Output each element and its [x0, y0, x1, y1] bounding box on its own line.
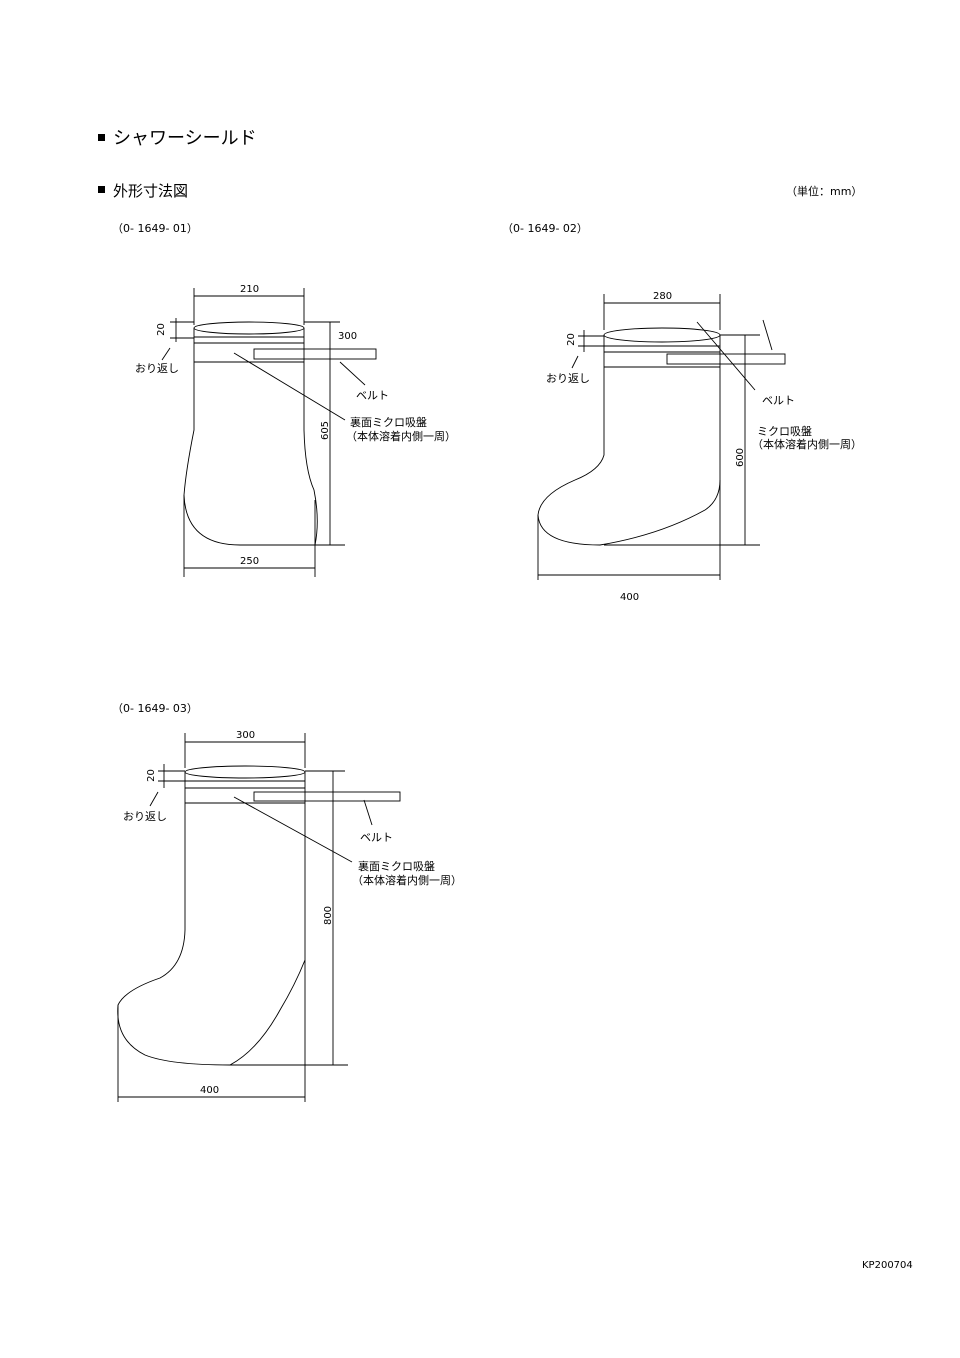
label-sucker-1: 裏面ミクロ吸盤 [350, 416, 427, 429]
label-belt-1: ベルト [356, 389, 389, 402]
opening-ellipse [193, 321, 305, 335]
leader-line [696, 321, 756, 391]
dim-height-2: 600 [735, 447, 747, 468]
drawing-1 [161, 288, 377, 577]
dim-height-1: 605 [320, 420, 332, 441]
belt-rect [253, 791, 401, 802]
unit-label: （単位：mm） [786, 185, 863, 198]
leader-line [571, 355, 579, 369]
label-sucker-note-1: （本体溶着内側一周） [346, 430, 456, 443]
label-sucker-note-2: （本体溶着内側一周） [752, 438, 862, 451]
label-sucker-2: ミクロ吸盤 [757, 425, 812, 438]
leader-line [161, 347, 171, 361]
leader-line [233, 796, 353, 863]
boot-body-1 [183, 328, 318, 546]
label-belt-3: ベルト [360, 831, 393, 844]
belt-rect [666, 353, 786, 365]
boot-body-2 [537, 335, 721, 546]
section-title: 外形寸法図 [98, 180, 188, 201]
dim-bottom-2: 400 [620, 592, 640, 603]
model-code-2: （0- 1649- 02） [502, 222, 588, 235]
page-title-text: シャワーシールド [113, 128, 257, 149]
dim-top-1: 210 [240, 284, 260, 295]
leader-line [149, 791, 159, 807]
leader-line [233, 352, 346, 421]
model-code-3: （0- 1649- 03） [112, 702, 198, 715]
dim-belt-1: 300 [338, 331, 358, 342]
opening-ellipse [184, 765, 306, 779]
dim-bottom-3: 400 [200, 1085, 220, 1096]
section-title-text: 外形寸法図 [113, 182, 189, 200]
leader-line [339, 361, 366, 386]
label-fold-2: おり返し [546, 372, 590, 385]
opening-ellipse [603, 327, 721, 343]
label-fold-1: おり返し [135, 362, 179, 375]
model-code-1: （0- 1649- 01） [112, 222, 198, 235]
page-title: シャワーシールド [98, 124, 257, 150]
dim-bottom-1: 250 [240, 556, 260, 567]
dim-top-3: 300 [236, 730, 256, 741]
label-fold-3: おり返し [123, 810, 167, 823]
leader-line [363, 799, 373, 826]
dim-top-2: 280 [653, 291, 673, 302]
footer-code: KP200704 [862, 1260, 913, 1271]
label-sucker-note-3: （本体溶着内側一周） [352, 874, 462, 887]
boot-body-3 [117, 772, 306, 1066]
bullet-icon [98, 133, 105, 141]
dim-fold-2: 20 [565, 333, 577, 346]
drawing-3 [117, 733, 401, 1102]
boot-guide [184, 470, 250, 495]
drawing-2 [537, 294, 786, 580]
bullet-icon [98, 186, 105, 193]
dim-height-3: 800 [323, 905, 335, 926]
belt-rect [253, 348, 377, 360]
dim-fold-1: 20 [155, 323, 167, 336]
label-belt-2: ベルト [762, 394, 795, 407]
label-sucker-3: 裏面ミクロ吸盤 [358, 860, 435, 873]
dim-fold-3: 20 [145, 769, 157, 782]
leader-line [762, 319, 773, 351]
